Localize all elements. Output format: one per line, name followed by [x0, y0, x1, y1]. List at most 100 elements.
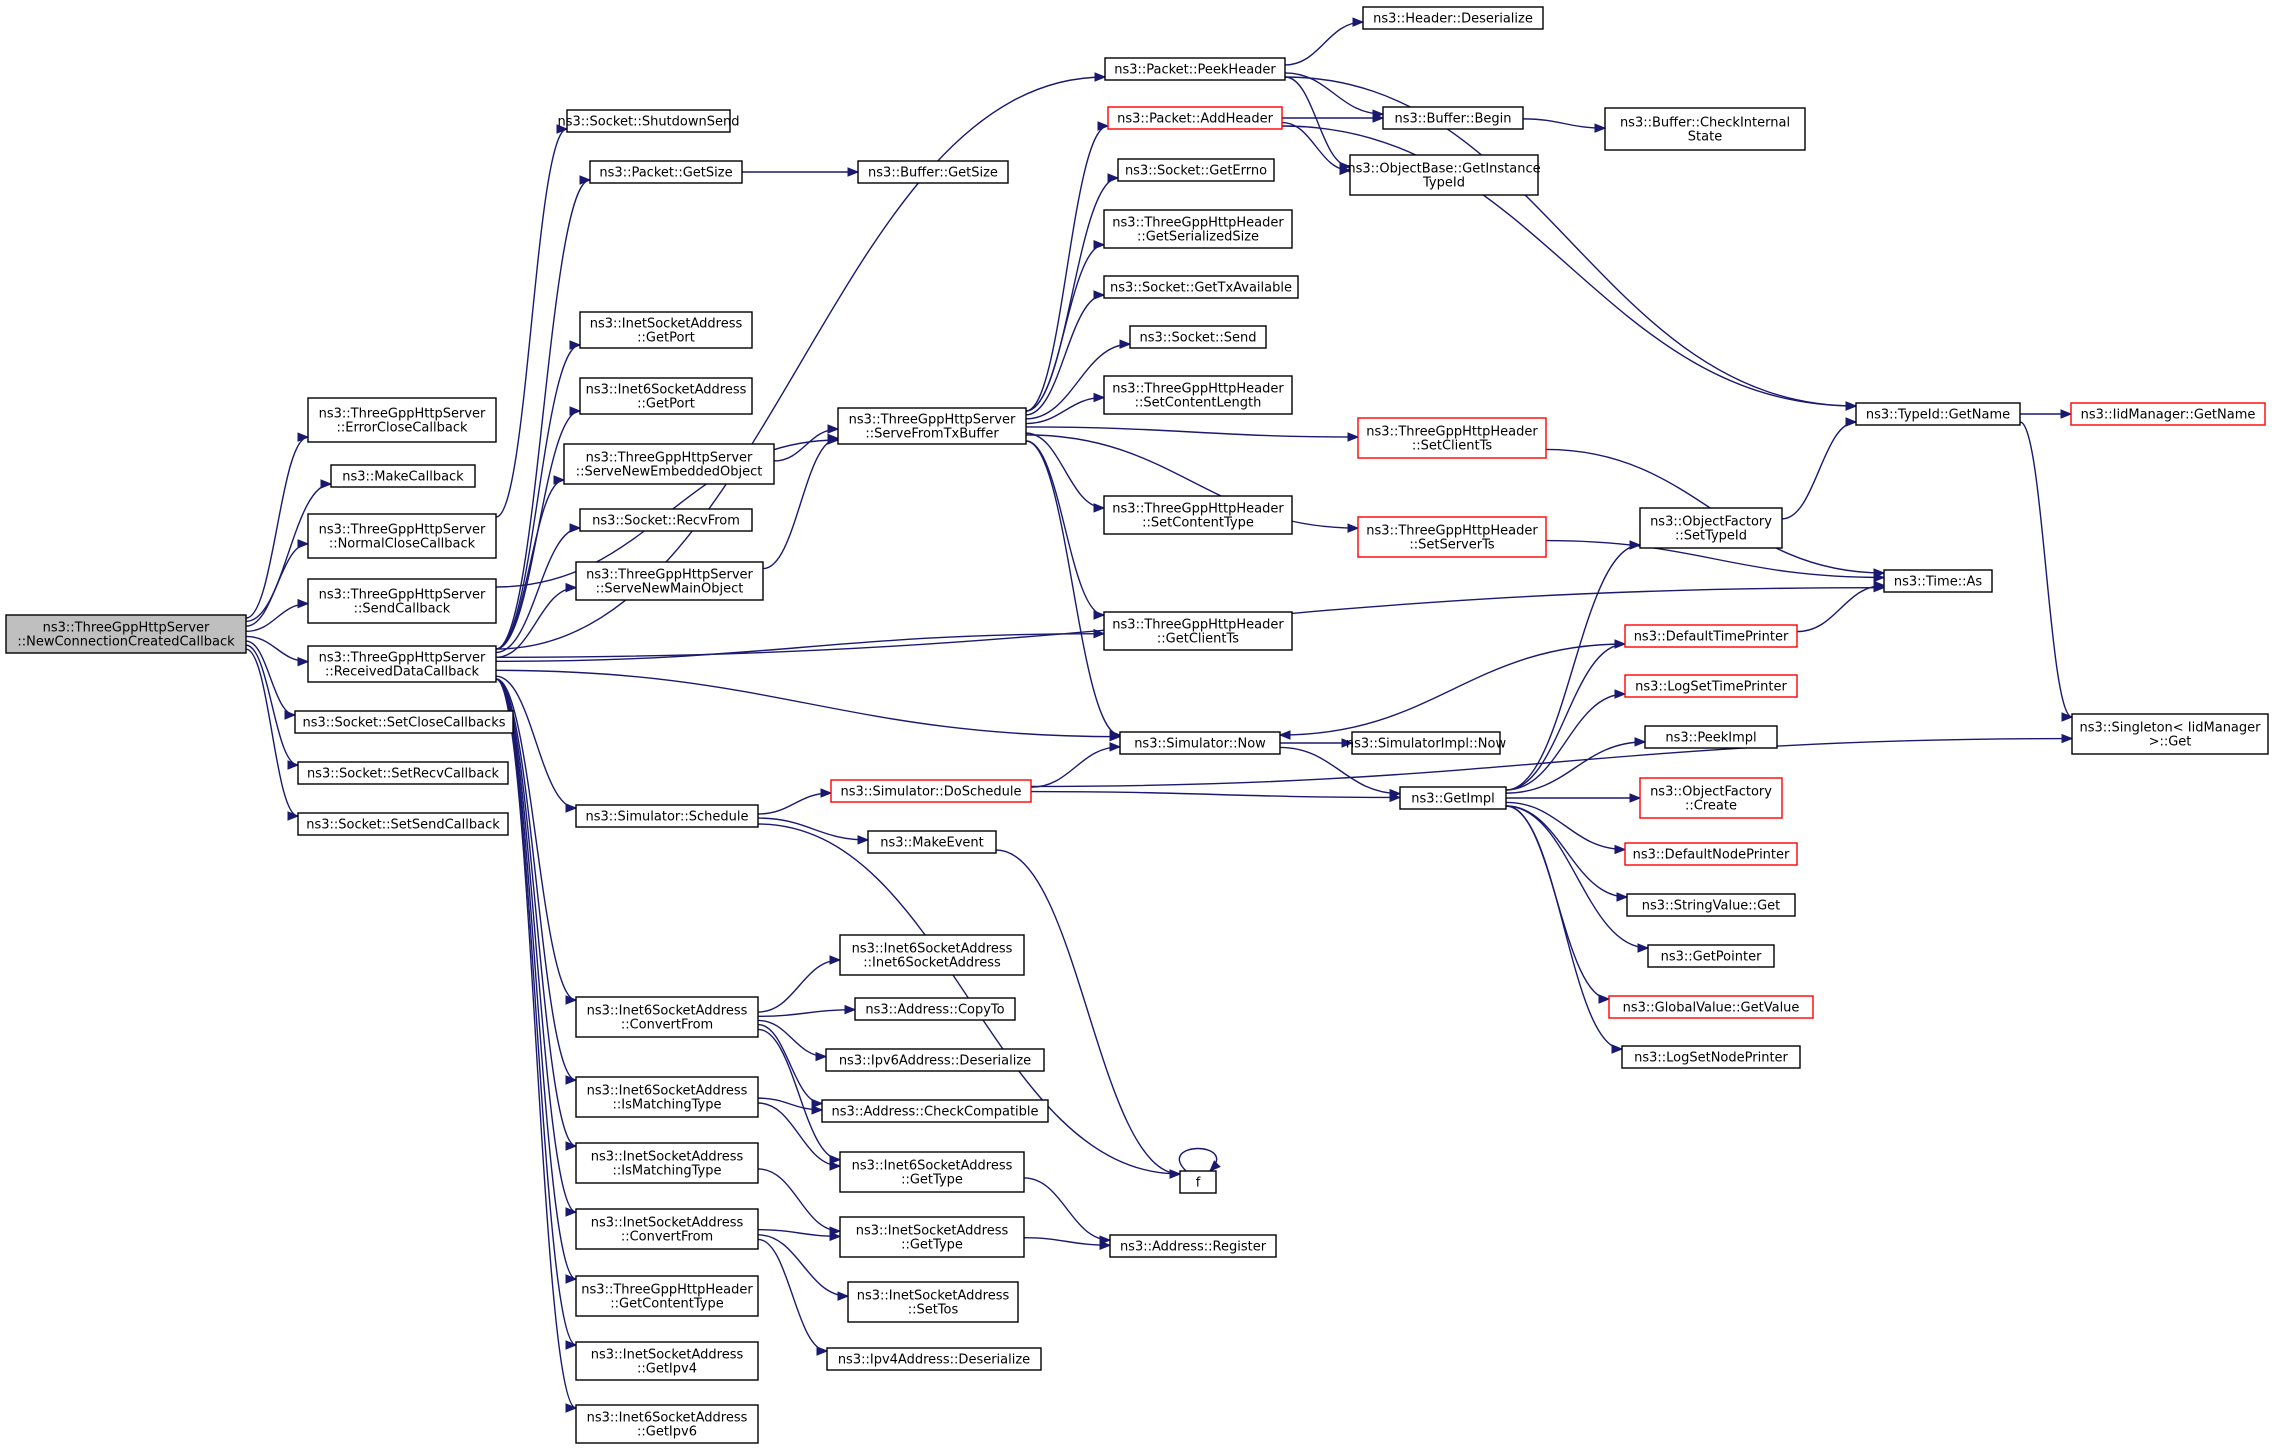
- node-label-line: ::GetSerializedSize: [1137, 230, 1259, 245]
- node-label-line: ::SetTos: [908, 1303, 959, 1318]
- node-singleton-get[interactable]: ns3::Singleton< IidManager >::Get: [2071, 713, 2269, 755]
- arrowhead-icon: [569, 406, 582, 416]
- arrowhead-icon: [1611, 1044, 1624, 1054]
- node-sim-do-schedule[interactable]: ns3::Simulator::DoSchedule: [830, 779, 1032, 803]
- node-label-line: ::Inet6SocketAddress: [863, 956, 1001, 971]
- node-hdr-set-content-length[interactable]: ns3::ThreeGppHttpHeader::SetContentLengt…: [1103, 375, 1293, 415]
- arrowhead-icon: [1598, 994, 1611, 1004]
- arrowhead-icon: [1594, 123, 1607, 133]
- node-buffer-begin[interactable]: ns3::Buffer::Begin: [1382, 106, 1524, 130]
- node-inet-get-port[interactable]: ns3::InetSocketAddress::GetPort: [579, 311, 753, 349]
- node-sim-impl-now[interactable]: ns3::SimulatorImpl::Now: [1346, 731, 1507, 755]
- node-global-value-get-value[interactable]: ns3::GlobalValue::GetValue: [1608, 995, 1814, 1019]
- node-packet-get-size[interactable]: ns3::Packet::GetSize: [589, 160, 743, 184]
- node-obj-factory-set-type-id[interactable]: ns3::ObjectFactory::SetTypeId: [1639, 507, 1783, 549]
- node-peek-header[interactable]: ns3::Packet::PeekHeader: [1104, 57, 1286, 81]
- node-label-line: ns3::ThreeGppHttpServer: [319, 588, 486, 603]
- node-log-set-node-printer[interactable]: ns3::LogSetNodePrinter: [1621, 1045, 1801, 1069]
- node-inet6-is-matching[interactable]: ns3::Inet6SocketAddress::IsMatchingType: [575, 1076, 759, 1118]
- node-get-impl[interactable]: ns3::GetImpl: [1399, 786, 1507, 810]
- call-edge-get-impl-to-obj-factory-create: [1505, 793, 1642, 803]
- node-recv-from[interactable]: ns3::Socket::RecvFrom: [579, 508, 753, 532]
- node-hdr-get-client-ts[interactable]: ns3::ThreeGppHttpHeader::GetClientTs: [1103, 611, 1293, 651]
- node-default-node-printer[interactable]: ns3::DefaultNodePrinter: [1624, 842, 1798, 866]
- node-label-line: ::ServeNewMainObject: [596, 582, 744, 597]
- node-inet-get-ipv4[interactable]: ns3::InetSocketAddress::GetIpv4: [575, 1341, 759, 1381]
- arrowhead-icon: [579, 175, 592, 185]
- node-iid-get-name[interactable]: ns3::IidManager::GetName: [2070, 402, 2266, 426]
- node-header-deserialize[interactable]: ns3::Header::Deserialize: [1362, 6, 1544, 30]
- node-serve-new-embedded[interactable]: ns3::ThreeGppHttpServer::ServeNewEmbedde…: [563, 443, 775, 485]
- node-ipv4-deserialize[interactable]: ns3::Ipv4Address::Deserialize: [826, 1347, 1042, 1371]
- node-serve-from-tx[interactable]: ns3::ThreeGppHttpServer::ServeFromTxBuff…: [837, 407, 1027, 445]
- node-get-pointer[interactable]: ns3::GetPointer: [1647, 944, 1775, 968]
- node-inet6-convert-from[interactable]: ns3::Inet6SocketAddress::ConvertFrom: [575, 996, 759, 1038]
- node-obj-factory-create[interactable]: ns3::ObjectFactory::Create: [1639, 777, 1783, 819]
- node-inet6-get-ipv6[interactable]: ns3::Inet6SocketAddress::GetIpv6: [575, 1404, 759, 1444]
- node-hdr-get-serialized-size[interactable]: ns3::ThreeGppHttpHeader::GetSerializedSi…: [1103, 209, 1293, 249]
- node-box: [575, 1275, 759, 1317]
- node-time-as[interactable]: ns3::Time::As: [1883, 569, 1993, 593]
- node-sim-schedule[interactable]: ns3::Simulator::Schedule: [575, 804, 759, 828]
- node-box: [1103, 375, 1293, 415]
- node-buffer-get-size[interactable]: ns3::Buffer::GetSize: [857, 160, 1009, 184]
- node-normal-close[interactable]: ns3::ThreeGppHttpServer::NormalCloseCall…: [307, 513, 497, 559]
- node-send-callback[interactable]: ns3::ThreeGppHttpServer::SendCallback: [307, 578, 497, 624]
- node-inet-is-matching[interactable]: ns3::InetSocketAddress::IsMatchingType: [575, 1142, 759, 1184]
- node-received-data[interactable]: ns3::ThreeGppHttpServer::ReceivedDataCal…: [307, 645, 497, 683]
- node-hdr-set-server-ts[interactable]: ns3::ThreeGppHttpHeader::SetServerTs: [1357, 516, 1547, 558]
- node-f[interactable]: f: [1179, 1170, 1217, 1194]
- node-addr-register[interactable]: ns3::Address::Register: [1109, 1234, 1277, 1258]
- node-label-line: ::GetClientTs: [1157, 632, 1239, 647]
- node-addr-copy-to[interactable]: ns3::Address::CopyTo: [854, 997, 1016, 1021]
- node-label-line: ns3::Buffer::Begin: [1394, 112, 1511, 127]
- arrowhead-icon: [565, 1207, 578, 1217]
- arrowhead-icon: [1093, 628, 1106, 639]
- node-make-callback[interactable]: ns3::MakeCallback: [330, 464, 476, 488]
- node-inet-set-tos[interactable]: ns3::InetSocketAddress::SetTos: [847, 1281, 1019, 1323]
- node-hdr-set-content-type[interactable]: ns3::ThreeGppHttpHeader::SetContentType: [1103, 495, 1293, 535]
- call-edge-inet6-is-matching-to-inet6-get-type: [757, 1102, 842, 1171]
- node-default-time-printer[interactable]: ns3::DefaultTimePrinter: [1624, 624, 1798, 648]
- node-set-send-callback[interactable]: ns3::Socket::SetSendCallback: [297, 812, 509, 836]
- node-inet6-get-port[interactable]: ns3::Inet6SocketAddress::GetPort: [579, 377, 753, 415]
- node-label-line: ns3::ThreeGppHttpServer: [319, 651, 486, 666]
- node-socket-send[interactable]: ns3::Socket::Send: [1129, 325, 1267, 349]
- node-type-id-get-name[interactable]: ns3::TypeId::GetName: [1855, 402, 2021, 426]
- call-edge-inet6-convert-from-to-ipv6-deserialize: [757, 1019, 828, 1062]
- node-set-recv-callback[interactable]: ns3::Socket::SetRecvCallback: [297, 761, 509, 785]
- node-log-set-time-printer[interactable]: ns3::LogSetTimePrinter: [1624, 674, 1798, 698]
- node-label-line: ns3::Address::CheckCompatible: [831, 1105, 1038, 1120]
- node-inet-get-type[interactable]: ns3::InetSocketAddress::GetType: [839, 1216, 1025, 1258]
- node-box: [297, 761, 509, 785]
- node-sim-now[interactable]: ns3::Simulator::Now: [1119, 731, 1281, 755]
- node-label-line: ns3::Address::Register: [1120, 1240, 1267, 1255]
- node-addr-check-compatible[interactable]: ns3::Address::CheckCompatible: [821, 1099, 1049, 1123]
- arrowhead-icon: [569, 340, 582, 350]
- node-inet-convert-from[interactable]: ns3::InetSocketAddress::ConvertFrom: [575, 1208, 759, 1250]
- node-get-errno[interactable]: ns3::Socket::GetErrno: [1117, 158, 1275, 182]
- node-shutdown-send[interactable]: ns3::Socket::ShutdownSend: [558, 109, 740, 133]
- node-string-value-get[interactable]: ns3::StringValue::Get: [1626, 893, 1796, 917]
- node-make-event[interactable]: ns3::MakeEvent: [867, 830, 997, 854]
- node-set-close-callbacks[interactable]: ns3::Socket::SetCloseCallbacks: [294, 710, 514, 734]
- node-ipv6-deserialize[interactable]: ns3::Ipv6Address::Deserialize: [825, 1048, 1045, 1072]
- node-peek-impl[interactable]: ns3::PeekImpl: [1644, 725, 1778, 749]
- arrowhead-icon: [815, 1051, 828, 1062]
- node-label-line: ns3::Packet::PeekHeader: [1114, 63, 1276, 78]
- node-hdr-set-client-ts[interactable]: ns3::ThreeGppHttpHeader::SetClientTs: [1357, 417, 1547, 459]
- node-error-close[interactable]: ns3::ThreeGppHttpServer::ErrorCloseCallb…: [307, 397, 497, 443]
- node-serve-new-main[interactable]: ns3::ThreeGppHttpServer::ServeNewMainObj…: [575, 561, 764, 601]
- node-get-tx-available[interactable]: ns3::Socket::GetTxAvailable: [1103, 275, 1299, 299]
- node-inet6-ctor[interactable]: ns3::Inet6SocketAddress::Inet6SocketAddr…: [839, 934, 1025, 976]
- node-hdr-get-content-type[interactable]: ns3::ThreeGppHttpHeader::GetContentType: [575, 1275, 759, 1317]
- node-label-line: ::GetIpv6: [637, 1425, 697, 1440]
- node-box: [2070, 402, 2266, 426]
- arrowhead-icon: [829, 955, 842, 965]
- node-inet6-get-type[interactable]: ns3::Inet6SocketAddress::GetType: [839, 1151, 1025, 1193]
- node-root[interactable]: ns3::ThreeGppHttpServer::NewConnectionCr…: [5, 614, 247, 654]
- arrowhead-icon: [1278, 730, 1291, 740]
- node-add-header[interactable]: ns3::Packet::AddHeader: [1107, 106, 1283, 130]
